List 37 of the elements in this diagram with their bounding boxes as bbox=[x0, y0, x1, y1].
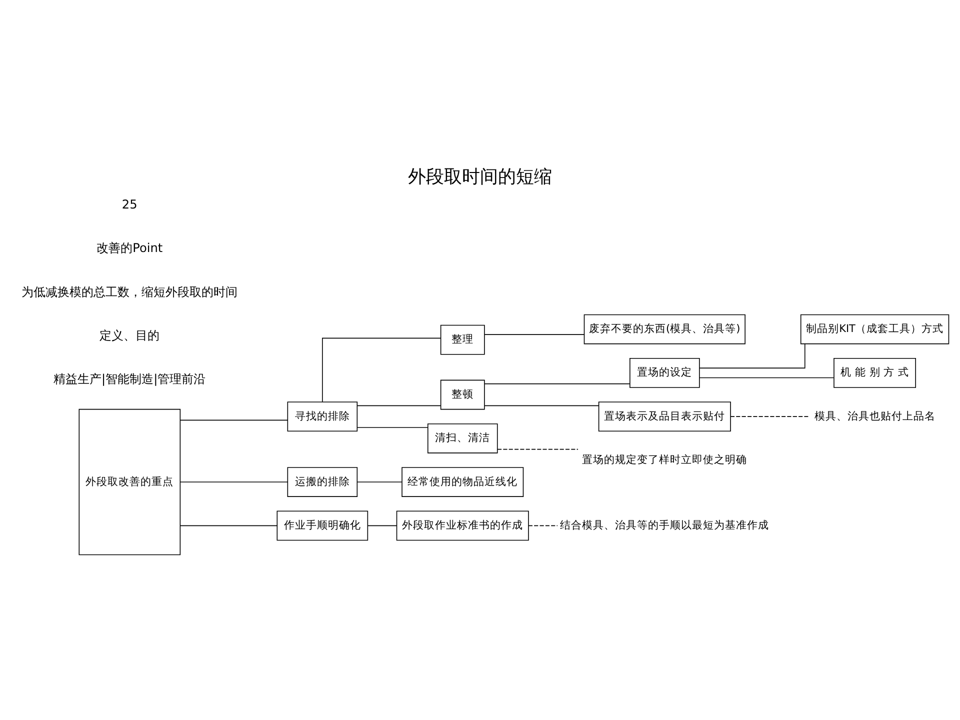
node-box: 清扫、清洁 bbox=[427, 423, 498, 454]
connector bbox=[357, 405, 442, 406]
node-box: 整理 bbox=[440, 324, 485, 355]
node-box: 经常使用的物品近线化 bbox=[402, 467, 524, 497]
node-box: 外段取作业标准书的作成 bbox=[396, 510, 529, 541]
label: 为低减换模的总工数，缩短外段取的时间 bbox=[22, 284, 238, 299]
connector bbox=[180, 525, 278, 526]
diagram-title: 外段取时间的短缩 bbox=[408, 168, 552, 188]
connector bbox=[730, 416, 810, 417]
node-box: 作业手顺明确化 bbox=[276, 510, 368, 541]
node-box: 寻找的排除 bbox=[287, 402, 358, 432]
connector bbox=[368, 525, 398, 526]
node-text: 结合模具、治具等的手顺以最短为基准作成 bbox=[560, 519, 770, 532]
label: 定义、目的 bbox=[100, 328, 160, 342]
connector bbox=[322, 338, 442, 402]
connector bbox=[484, 405, 600, 406]
node-box: 机 能 别 方 式 bbox=[834, 358, 916, 388]
node-box: 废弃不要的东西(模具、治具等) bbox=[584, 314, 746, 344]
node-box: 制品别KIT（成套工具）方式 bbox=[800, 314, 950, 344]
connector bbox=[528, 525, 558, 526]
node-text: 置场的规定变了样时立即使之明确 bbox=[582, 454, 748, 466]
connector bbox=[484, 334, 585, 335]
connector bbox=[699, 344, 806, 368]
connector bbox=[699, 377, 834, 378]
connector bbox=[357, 427, 428, 428]
label: 25 bbox=[122, 197, 138, 212]
node-box: 置场的设定 bbox=[630, 358, 700, 388]
node-box: 整顿 bbox=[440, 380, 485, 410]
label: 精益生产|智能制造|管理前沿 bbox=[54, 372, 206, 386]
connector bbox=[484, 383, 630, 384]
label: 改善的Point bbox=[96, 241, 163, 256]
connector bbox=[180, 420, 288, 421]
node-box: 运搬的排除 bbox=[287, 467, 358, 497]
node-box: 置场表示及品目表示贴付 bbox=[598, 402, 731, 432]
node-box: 外段取改善的重点 bbox=[78, 408, 181, 556]
connector bbox=[497, 448, 578, 450]
node-text: 模具、治具也贴付上品名 bbox=[814, 410, 936, 422]
